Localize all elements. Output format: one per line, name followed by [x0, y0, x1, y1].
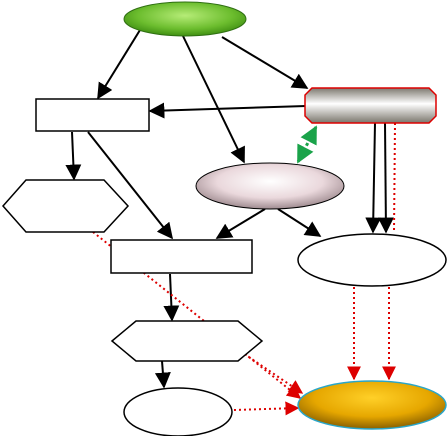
node-box-center[interactable] [110, 239, 253, 274]
node-ellipse-right[interactable] [297, 233, 447, 287]
edge-hex-center-to-ellipse-gold [239, 350, 304, 394]
edge-hex-center-to-ellipse-bottom [154, 360, 171, 389]
edge-tab-right-to-ellipse-pink-double [296, 125, 318, 164]
edge-box-left-to-box-center [87, 131, 173, 240]
edge-tab-right-to-ellipse-right-dotted [393, 122, 396, 233]
node-hex-left[interactable] [1, 179, 130, 233]
edge-tab-right-to-ellipse-right-2 [377, 122, 394, 234]
node-top-ellipse[interactable] [123, 1, 247, 37]
node-tab-right[interactable] [304, 87, 437, 124]
edge-box-left-to-hex-left [65, 131, 82, 181]
edges [65, 29, 396, 416]
edge-box-center-to-hex-center [163, 273, 180, 322]
edge-ellipse-pink-to-box-center [215, 208, 266, 239]
edge-top-to-tab-right [221, 36, 309, 89]
node-ellipse-bottom[interactable] [123, 387, 233, 436]
node-hex-center[interactable] [110, 320, 264, 362]
edge-hex-left-to-ellipse-gold [92, 231, 302, 399]
node-ellipse-pink[interactable] [195, 162, 345, 210]
edge-top-to-ellipse-pink [182, 35, 245, 164]
edge-tab-right-to-box-left [148, 102, 307, 119]
edge-tab-right-to-ellipse-right-1 [365, 122, 382, 234]
node-ellipse-gold[interactable] [297, 380, 447, 430]
edge-ellipse-bottom-to-ellipse-gold [233, 401, 300, 416]
node-box-left[interactable] [35, 98, 150, 132]
edge-ellipse-pink-to-ellipse-right [277, 208, 322, 237]
edge-top-to-box-left [97, 29, 141, 100]
